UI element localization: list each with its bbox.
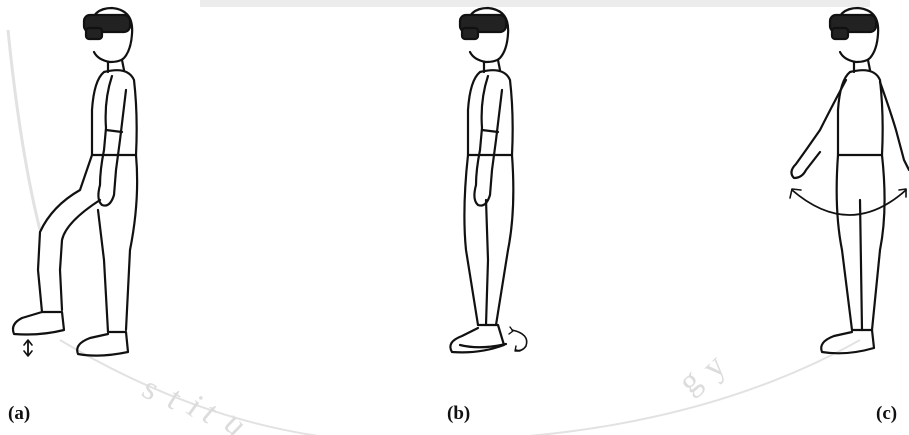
curved-rotation-arrow-icon xyxy=(512,330,527,351)
raised-foot-a xyxy=(13,312,64,335)
feet-c xyxy=(821,330,874,353)
figure-b xyxy=(450,8,526,352)
panel-label-b: (b) xyxy=(447,403,470,425)
standing-leg-a xyxy=(98,155,137,332)
back-arm-c xyxy=(880,82,909,170)
arm-a xyxy=(98,76,126,206)
curved-double-arrow-icon xyxy=(792,190,906,215)
figure-a xyxy=(13,8,137,356)
panel-label-c: (c) xyxy=(876,403,897,425)
standing-foot-a xyxy=(77,332,128,356)
torso-a xyxy=(92,70,137,155)
arm-b xyxy=(474,76,502,206)
torso-b xyxy=(468,70,513,155)
panel-label-a: (a) xyxy=(8,403,30,425)
figure-c xyxy=(790,8,909,353)
legs-b xyxy=(464,155,513,325)
